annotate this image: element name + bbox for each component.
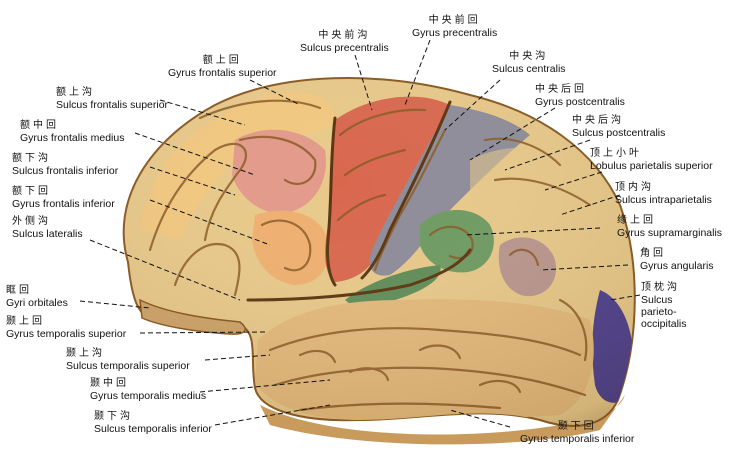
label-latin: Gyrus angularis xyxy=(640,260,714,272)
label-gyrus-temporalis-medius: 颞中回 Gyrus temporalis medius xyxy=(90,378,206,402)
label-sulcus-precentralis: 中央前沟 Sulcus precentralis xyxy=(300,30,389,54)
label-sulcus-intraparietalis: 顶内沟 Sulcus intraparietalis xyxy=(615,182,712,206)
label-sulcus-lateralis: 外侧沟 Sulcus lateralis xyxy=(12,216,83,240)
label-gyrus-angularis: 角回 Gyrus angularis xyxy=(640,248,714,272)
leader-line xyxy=(464,227,601,236)
label-latin: Gyrus frontalis inferior xyxy=(12,198,115,210)
leader-line xyxy=(444,79,501,131)
label-sulcus-frontalis-inferior: 额下沟 Sulcus frontalis inferior xyxy=(12,153,118,177)
label-cn: 额上回 xyxy=(202,55,242,66)
label-cn: 中央前沟 xyxy=(318,30,371,41)
label-cn: 颞上沟 xyxy=(66,348,105,359)
label-latin: Sulcus temporalis inferior xyxy=(94,423,212,435)
label-sulcus-parieto-occipitalis: 顶枕沟 Sulcus parieto-occipitalis xyxy=(641,282,711,330)
label-cn: 缘上回 xyxy=(617,215,656,226)
leader-line xyxy=(214,404,331,426)
leader-line xyxy=(449,409,511,428)
lower-shadow xyxy=(260,395,625,445)
label-latin: Gyri orbitales xyxy=(6,297,68,309)
gyri-orbitales-region xyxy=(139,298,246,335)
label-sulcus-centralis: 中央沟 Sulcus centralis xyxy=(492,51,566,75)
leader-line xyxy=(469,107,556,161)
leader-line xyxy=(559,194,621,216)
label-sulcus-temporalis-inferior: 颞下沟 Sulcus temporalis inferior xyxy=(94,411,212,435)
label-latin: Sulcus postcentralis xyxy=(572,127,666,139)
label-cn: 顶上小叶 xyxy=(590,148,642,159)
label-cn: 颞下回 xyxy=(557,421,597,432)
label-cn: 中央后回 xyxy=(535,84,587,95)
leader-line xyxy=(149,166,236,196)
label-latin: Sulcus centralis xyxy=(492,63,566,75)
leader-line xyxy=(139,331,266,334)
label-cn: 额上沟 xyxy=(56,87,95,98)
leader-line xyxy=(504,139,591,171)
leader-line xyxy=(404,39,431,106)
label-gyrus-precentralis: 中央前回 Gyrus precentralis xyxy=(412,15,497,39)
leader-line xyxy=(89,239,241,301)
label-gyrus-supramarginalis: 缘上回 Gyrus supramarginalis xyxy=(617,215,722,239)
label-latin: Gyrus temporalis superior xyxy=(6,328,127,340)
label-cn: 额下回 xyxy=(12,186,51,197)
label-latin: Gyrus postcentralis xyxy=(535,96,625,108)
label-cn: 中央后沟 xyxy=(572,115,624,126)
leader-line xyxy=(149,199,271,246)
leader-line xyxy=(159,99,246,126)
label-latin: Gyrus precentralis xyxy=(412,27,498,39)
label-latin: Gyrus supramarginalis xyxy=(617,227,723,239)
label-gyrus-temporalis-superior: 颞上回 Gyrus temporalis superior xyxy=(6,316,126,340)
label-latin: Sulcus lateralis xyxy=(12,228,83,240)
label-latin: Gyrus frontalis medius xyxy=(20,132,125,144)
leader-lines xyxy=(79,39,641,428)
label-sulcus-postcentralis: 中央后沟 Sulcus postcentralis xyxy=(572,115,665,139)
label-latin: Gyrus temporalis medius xyxy=(90,390,207,402)
label-cn: 颞中回 xyxy=(90,378,129,389)
leader-line xyxy=(544,171,603,191)
leader-line xyxy=(79,300,151,309)
label-cn: 顶内沟 xyxy=(615,182,654,193)
leader-line xyxy=(134,132,256,176)
label-latin: Sulcus parieto-occipitalis xyxy=(641,294,687,330)
label-gyrus-frontalis-superior: 额上回 Gyrus frontalis superior xyxy=(168,55,277,79)
label-cn: 额下沟 xyxy=(12,153,51,164)
leader-line xyxy=(539,264,629,271)
label-cn: 中央前回 xyxy=(428,15,481,26)
leader-line xyxy=(204,354,271,361)
label-gyrus-postcentralis: 中央后回 Gyrus postcentralis xyxy=(535,84,625,108)
label-cn: 额中回 xyxy=(20,120,59,131)
leader-line xyxy=(609,294,641,301)
label-cn: 颞下沟 xyxy=(94,411,133,422)
label-latin: Sulcus precentralis xyxy=(300,42,389,54)
leader-line xyxy=(199,379,331,393)
label-latin: Sulcus frontalis inferior xyxy=(12,165,119,177)
label-cn: 颞上回 xyxy=(6,316,45,327)
label-latin: Gyrus temporalis inferior xyxy=(520,433,635,445)
label-cn: 外侧沟 xyxy=(12,216,51,227)
label-sulcus-temporalis-superior: 颞上沟 Sulcus temporalis superior xyxy=(66,348,190,372)
label-latin: Sulcus temporalis superior xyxy=(66,360,190,372)
label-gyri-orbitales: 眶回 Gyri orbitales xyxy=(6,285,68,309)
leader-line xyxy=(249,79,301,106)
label-latin: Sulcus intraparietalis xyxy=(615,194,712,206)
label-sulcus-frontalis-superior: 额上沟 Sulcus frontalis superior xyxy=(56,87,168,111)
label-cn: 眶回 xyxy=(6,285,32,296)
label-gyrus-temporalis-inferior: 颞下回 Gyrus temporalis inferior xyxy=(520,421,634,445)
label-cn: 顶枕沟 xyxy=(641,282,680,293)
label-cn: 角回 xyxy=(640,248,666,259)
label-gyrus-frontalis-medius: 额中回 Gyrus frontalis medius xyxy=(20,120,124,144)
label-cn: 中央沟 xyxy=(509,51,549,62)
label-gyrus-frontalis-inferior: 额下回 Gyrus frontalis inferior xyxy=(12,186,115,210)
label-latin: Sulcus frontalis superior xyxy=(56,99,169,111)
label-lobulus-parietalis-superior: 顶上小叶 Lobulus parietalis superior xyxy=(590,148,713,172)
leader-line xyxy=(354,54,373,111)
label-latin: Gyrus frontalis superior xyxy=(168,67,277,79)
label-latin: Lobulus parietalis superior xyxy=(590,160,713,172)
